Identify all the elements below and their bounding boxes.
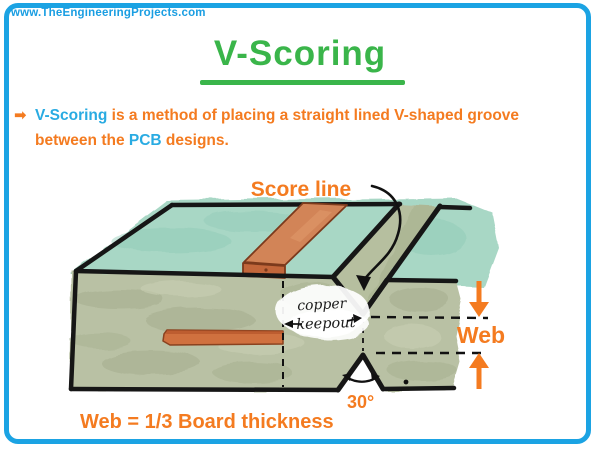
title-underline [200, 80, 405, 85]
trace-dot [264, 268, 268, 272]
score-arrowhead [356, 275, 371, 291]
desc-body-1: is a method of placing a straight lined … [107, 107, 520, 124]
description-text: ➡ V-Scoring is a method of placing a stra… [14, 103, 600, 153]
ink-dot [403, 379, 409, 385]
website-url: www.TheEngineeringProjects.com [11, 7, 206, 19]
score-line-pointer [356, 184, 402, 291]
page-border [4, 3, 591, 444]
web-top-dashed [370, 315, 489, 320]
angle-arc [342, 373, 380, 383]
desc-body-2: between the [35, 132, 129, 149]
keepout-arrowhead-left [284, 320, 293, 328]
arrow-bullet-icon: ➡ [14, 106, 27, 124]
page-title: V-Scoring [213, 34, 387, 73]
desc-term-vscoring: V-Scoring [35, 107, 108, 124]
web-arrows [469, 281, 489, 389]
desc-term-pcb: PCB [128, 132, 162, 149]
keepout-text-2: keepout [296, 315, 356, 333]
angle-label: 30° [347, 392, 374, 412]
keepout-arrowhead-right [353, 314, 362, 323]
web-arrow-up [469, 353, 489, 368]
copper-keepout-callout: copper keepout [276, 285, 370, 340]
groove-right-ridge [360, 203, 443, 317]
board-back-edge [169, 201, 403, 208]
web-label: Web [457, 322, 505, 348]
keepout-text-1: copper [297, 296, 348, 315]
copper-trace-inner [162, 329, 284, 346]
copper-trace-top [242, 202, 348, 279]
web-formula-caption: Web = 1/3 Board thickness [80, 411, 334, 433]
score-line-label: Score line [251, 178, 351, 201]
web-arrow-down [469, 302, 489, 317]
desc-body-3: designs. [161, 132, 229, 149]
groove-left-ridge [330, 201, 402, 280]
